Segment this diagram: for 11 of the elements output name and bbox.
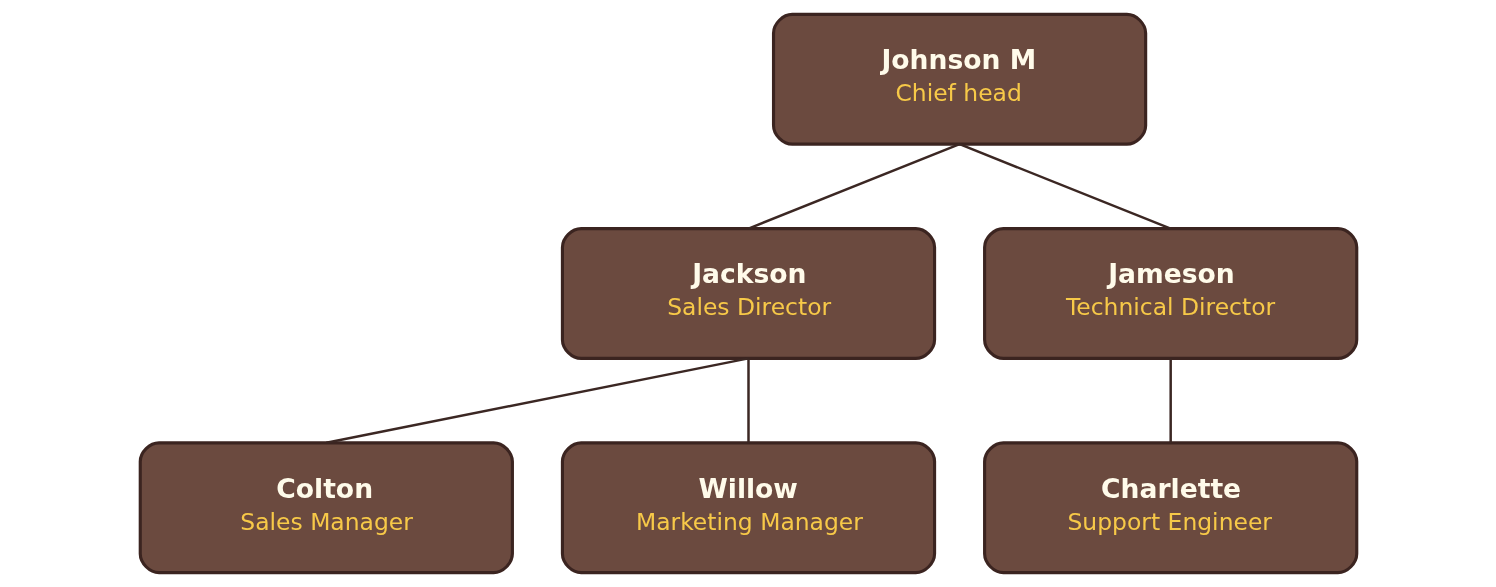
node-box: Jackson Sales Director xyxy=(560,227,936,360)
node-box: Charlette Support Engineer xyxy=(982,441,1358,575)
connector xyxy=(958,143,1171,230)
node-box: Jameson Technical Director xyxy=(982,227,1358,360)
connector xyxy=(746,358,750,443)
connector xyxy=(1168,358,1172,443)
node-box: Johnson M Chief head xyxy=(771,12,1147,146)
connector xyxy=(747,143,960,230)
node-box: Willow Marketing Manager xyxy=(560,441,936,575)
connector xyxy=(325,357,749,445)
node-box: Colton Sales Manager xyxy=(138,441,514,575)
